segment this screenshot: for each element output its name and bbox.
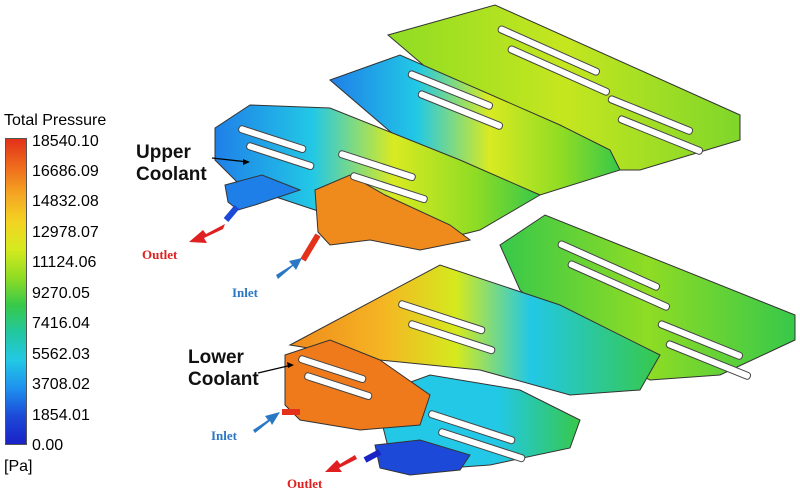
legend-tick-label: 12978.07: [32, 224, 99, 241]
upper-coolant-label-line1: Upper: [136, 142, 191, 163]
upper-coolant-plate: [214, 4, 741, 262]
upper-slot: [507, 45, 611, 96]
lower-slot: [438, 428, 526, 463]
upper-slot: [617, 115, 704, 155]
lower-slot: [304, 372, 373, 401]
upper-coolant-label: Upper Coolant: [136, 142, 207, 186]
lower-slot: [428, 410, 516, 445]
legend-tick-label: 14832.08: [32, 193, 99, 210]
upper-outlet-neck: [224, 174, 302, 211]
legend-unit: [Pa]: [4, 458, 33, 475]
upper-outlet-label: Outlet: [142, 247, 178, 262]
upper-slot: [350, 172, 428, 204]
upper-inlet-pipe: [300, 233, 321, 262]
upper-slot: [407, 70, 494, 110]
lower-slot: [298, 355, 367, 384]
lower-outlet-label: Outlet: [287, 476, 323, 491]
legend-tick-label: 1854.01: [32, 407, 90, 424]
upper-inlet-label: Inlet: [232, 285, 258, 300]
legend-tick-label: 3708.02: [32, 376, 90, 393]
legend-tick-label: 9270.05: [32, 285, 90, 302]
lower-outlet-region: [374, 439, 471, 476]
upper-inlet-region: [314, 174, 472, 251]
upper-slot: [338, 150, 416, 182]
lower-coolant-label-line2: Coolant: [188, 369, 259, 390]
legend-tick-label: 16686.09: [32, 163, 99, 180]
legend-tick-label: 7416.04: [32, 315, 90, 332]
lower-coolant-label-line1: Lower: [188, 347, 244, 368]
lower-inlet-label: Inlet: [211, 428, 237, 443]
upper-outlet-arrow: [189, 224, 225, 243]
upper-slot: [238, 125, 307, 154]
upper-inlet-arrow: [276, 258, 302, 279]
legend-tick-label: 5562.03: [32, 346, 90, 363]
upper-outlet-pipe: [223, 205, 240, 222]
lower-outlet-pipe: [363, 449, 382, 463]
lower-coolant-plate: [282, 214, 796, 476]
lower-callout-line: [257, 364, 293, 374]
lower-callout-arrowhead: [287, 362, 294, 368]
legend-tick-label: 0.00: [32, 437, 64, 454]
legend-tick-label: 11124.06: [32, 254, 97, 271]
upper-slot: [417, 90, 504, 130]
upper-callout-line: [211, 157, 249, 163]
lower-inlet-arrow: [253, 412, 280, 433]
lower-slot: [567, 260, 671, 311]
upper-slot: [497, 25, 601, 76]
upper-slot: [246, 142, 315, 171]
legend-title: Total Pressure: [4, 112, 107, 129]
legend-color-bar: [5, 138, 27, 445]
lower-coolant-label: Lower Coolant: [188, 347, 259, 391]
upper-callout-arrowhead: [243, 159, 250, 165]
legend-tick-label: 18540.10: [32, 133, 99, 150]
lower-slot: [665, 340, 752, 380]
lower-slot: [657, 320, 744, 360]
lower-slot: [398, 300, 486, 335]
upper-plate-front-arm: [214, 104, 542, 246]
lower-slot: [557, 240, 661, 291]
lower-slot: [408, 320, 496, 355]
upper-slot: [607, 95, 694, 135]
upper-coolant-label-line2: Coolant: [136, 164, 207, 185]
lower-outlet-arrow: [325, 455, 357, 472]
